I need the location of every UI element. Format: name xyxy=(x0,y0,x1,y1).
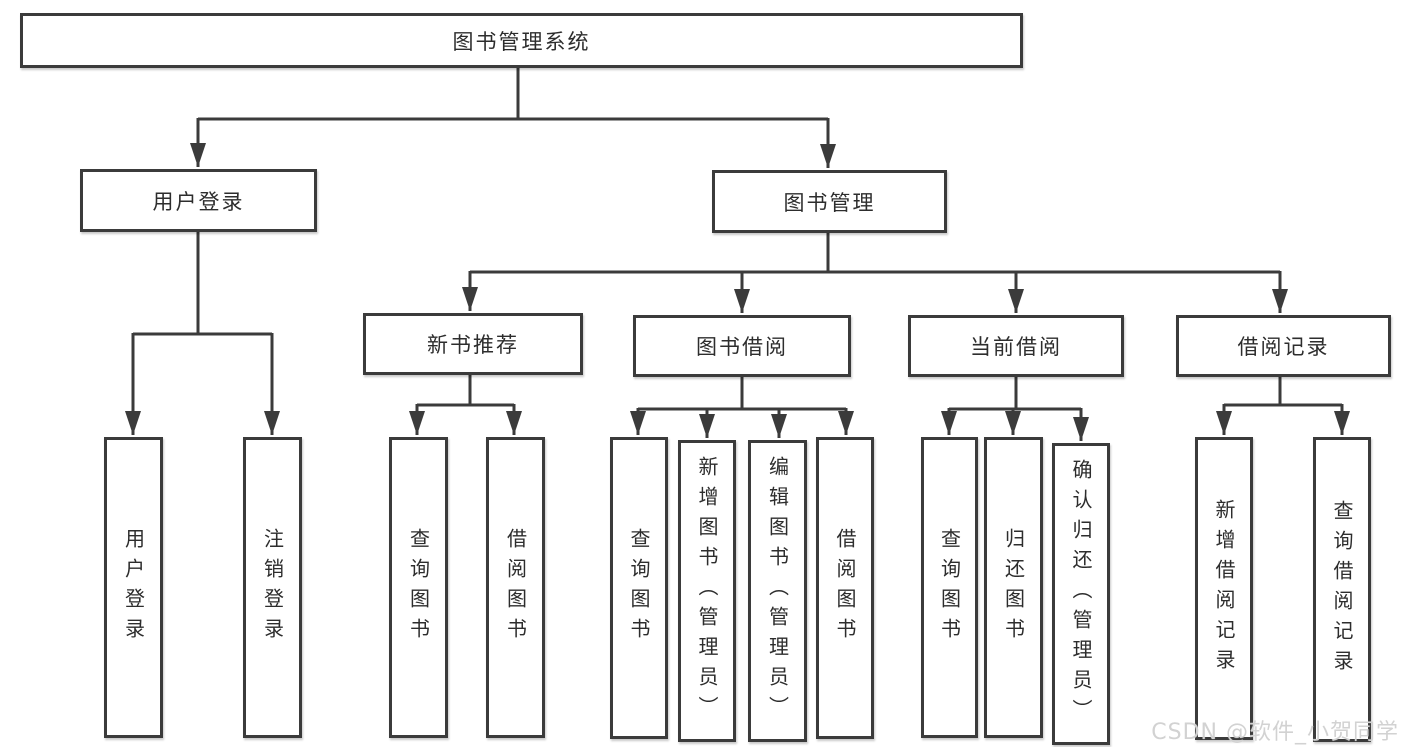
edge-root-to-level2 xyxy=(190,68,836,168)
leaf-query-books-3: 查询图书 xyxy=(921,437,978,738)
leaf-query-books-1-label: 查询图书 xyxy=(406,527,431,648)
leaf-logout-label: 注销登录 xyxy=(260,527,285,648)
leaf-query-books-2-label: 查询图书 xyxy=(627,528,651,648)
node-book-borrow-label: 图书借阅 xyxy=(696,335,788,359)
node-root: 图书管理系统 xyxy=(20,13,1023,68)
leaf-edit-book-admin: 编辑图书（管理员） xyxy=(748,440,807,742)
leaf-return-books: 归还图书 xyxy=(984,437,1043,738)
leaf-confirm-return-admin-label: 确认归还（管理员） xyxy=(1069,459,1093,729)
leaf-return-books-label: 归还图书 xyxy=(1001,527,1026,648)
node-user-login-label: 用户登录 xyxy=(152,189,245,214)
node-book-management-label: 图书管理 xyxy=(783,190,876,215)
leaf-add-book-admin-label: 新增图书（管理员） xyxy=(695,456,719,726)
node-new-book-recommend-label: 新书推荐 xyxy=(427,333,519,357)
node-book-management: 图书管理 xyxy=(712,170,947,233)
edge-new-book-recommend-to-leaves xyxy=(409,375,522,435)
node-book-borrow: 图书借阅 xyxy=(633,315,851,377)
node-borrow-records-label: 借阅记录 xyxy=(1237,335,1330,359)
leaf-user-login-label: 用户登录 xyxy=(121,527,146,648)
node-root-label: 图书管理系统 xyxy=(452,29,591,54)
leaf-logout: 注销登录 xyxy=(243,437,302,738)
leaf-borrow-books-2-label: 借阅图书 xyxy=(833,528,857,648)
leaf-borrow-books-2: 借阅图书 xyxy=(816,437,874,739)
edge-borrow-records-to-leaves xyxy=(1216,377,1350,435)
edge-user-login-to-leaves xyxy=(125,232,280,435)
node-user-login: 用户登录 xyxy=(80,169,317,232)
node-current-borrow-label: 当前借阅 xyxy=(970,335,1062,359)
leaf-query-books-2: 查询图书 xyxy=(610,437,668,739)
edge-book-management-to-level3 xyxy=(462,233,1288,313)
node-new-book-recommend: 新书推荐 xyxy=(363,313,583,375)
leaf-add-book-admin: 新增图书（管理员） xyxy=(678,440,736,742)
node-current-borrow: 当前借阅 xyxy=(908,315,1124,377)
leaf-query-borrow-record-label: 查询借阅记录 xyxy=(1330,499,1354,680)
leaf-confirm-return-admin: 确认归还（管理员） xyxy=(1052,443,1110,745)
leaf-query-books-1: 查询图书 xyxy=(389,437,448,738)
leaf-add-borrow-record: 新增借阅记录 xyxy=(1195,437,1253,740)
leaf-user-login: 用户登录 xyxy=(104,437,163,738)
edge-book-borrow-to-leaves xyxy=(630,377,854,438)
leaf-borrow-books-1: 借阅图书 xyxy=(486,437,545,738)
leaf-query-borrow-record: 查询借阅记录 xyxy=(1313,437,1371,742)
leaf-edit-book-admin-label: 编辑图书（管理员） xyxy=(765,456,790,726)
leaf-query-books-3-label: 查询图书 xyxy=(937,527,962,648)
leaf-borrow-books-1-label: 借阅图书 xyxy=(503,527,528,648)
node-borrow-records: 借阅记录 xyxy=(1176,315,1391,377)
edge-current-borrow-to-leaves xyxy=(941,377,1089,441)
leaf-add-borrow-record-label: 新增借阅记录 xyxy=(1212,498,1236,679)
